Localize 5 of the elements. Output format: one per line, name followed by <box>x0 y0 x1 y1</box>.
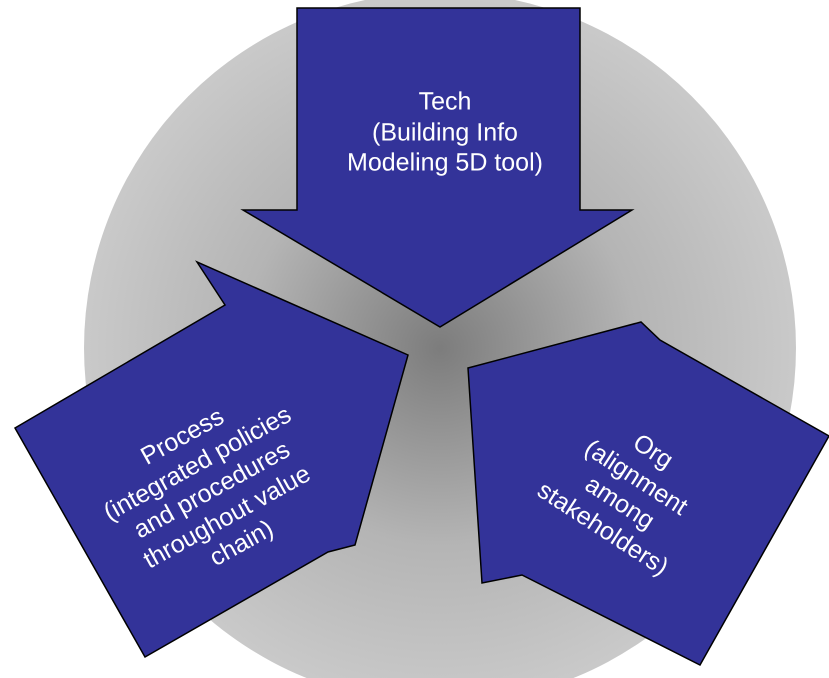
arrow-description: (Building Info Modeling 5D tool) <box>346 116 544 178</box>
arrow-shape <box>15 262 408 657</box>
arrow-heading: Tech <box>418 86 472 117</box>
arrow-shape <box>243 8 632 327</box>
arrow-shape <box>468 322 829 665</box>
